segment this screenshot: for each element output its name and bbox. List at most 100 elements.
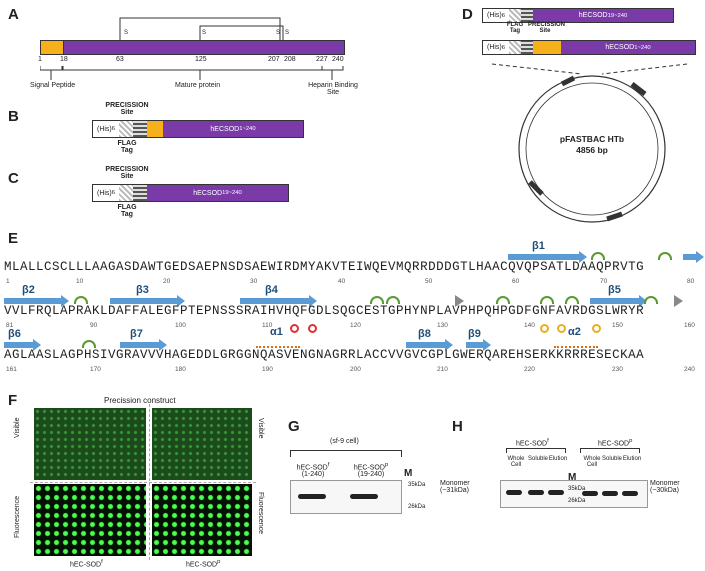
helix-a1-label: α1 [270,326,283,338]
panel-label-e: E [8,230,19,247]
strand-b2-label: β2 [22,284,35,296]
row-visible-right: Visible [257,418,264,439]
row-visible-left: Visible [14,417,21,439]
triangle-marker [674,295,683,307]
turn-icon [540,296,554,304]
num-20: 20 [163,278,171,285]
micro-fluor-2 [152,484,252,556]
triangle-marker [455,295,464,307]
band-h-4 [582,491,598,496]
tick-227: 227 [316,56,328,63]
strand-b6-label: β6 [8,328,21,340]
strand-b7 [120,339,167,351]
panel-label-a: A [8,6,19,23]
plasmid-size: 4856 bp [576,145,608,155]
turn-icon [658,252,672,260]
group2-label: hEC-SODp [598,438,633,448]
sequence-line-1: MLALLCSCLLLAAGASDAWTGEDSAEPNSDSAEWIRDMYA… [4,260,645,274]
num-150: 150 [612,322,623,329]
tick-240: 240 [332,56,344,63]
flag-label-c: FLAG Tag [117,204,137,218]
num-170: 170 [90,366,101,373]
micro-visible-1 [34,408,146,480]
panel-h: hEC-SODf hEC-SODp Whole Cell Soluble Elu… [440,430,702,530]
band-h-3 [548,490,564,495]
num-80: 80 [687,278,695,285]
strand-b4 [240,295,317,307]
signal-peptide-domain [40,40,64,55]
s-label-2: S [202,30,207,36]
disulfide-bonds [119,17,284,40]
num-1: 1 [6,278,10,285]
lane-elution-1: Elution [548,456,568,462]
monomer-left: Monomer(~31kDa) [440,480,470,494]
num-140: 140 [524,322,535,329]
lane1-label: hEC-SODf(1-240) [296,462,330,479]
marker-26-g: 26kDa [408,504,426,510]
precission-label-c: PRECISSION Site [105,166,149,180]
num-161: 161 [6,366,17,373]
band-h-6 [622,491,638,496]
marker-35-g: 35kDa [408,482,426,488]
panel-label-b: B [8,108,19,125]
flag-tag-c [119,185,133,201]
band-g-2 [350,494,378,499]
sequence-line-2: VVLFRQLAPRAKLDAFFALEGFPTEPNSSSRAIHVHQFGD… [4,304,645,318]
strand-b4-label: β4 [265,284,278,296]
strand-b8-label: β8 [418,328,431,340]
marker-35-h: 35kDa [568,486,586,492]
strand-b7-label: β7 [130,328,143,340]
panel-label-g: G [288,418,300,435]
band-g-1 [298,494,326,499]
lane-elution-2: Elution [622,456,642,462]
his-tag-b: (His)6 [93,121,119,137]
num-60: 60 [512,278,520,285]
num-190: 190 [262,366,273,373]
signal-peptide-label: Signal Peptide [30,82,76,89]
lane-whole-2: Whole Cell [583,456,601,468]
signal-segment-b [147,121,163,137]
strand-b5-label: β5 [608,284,621,296]
strand-b9 [466,339,491,351]
row-fluor-left: Fluorescence [14,495,21,538]
group1-label: hEC-SODf [516,438,549,448]
strand-b5 [590,295,647,307]
precission-label-d: PRECISSION Site [528,22,566,34]
strand-b2 [4,295,69,307]
s-label-4: S [285,30,290,36]
turn-icon [82,340,96,348]
marker-26-h: 26kDa [568,498,586,504]
sequence-line-3: AGLAASLAGPHSIVGRAVVVHAGEDDLGRGGNQASVENGN… [4,348,645,362]
num-210: 210 [437,366,448,373]
strand-b3 [110,295,185,307]
num-240: 240 [684,366,695,373]
tick-18: 18 [60,56,68,63]
strand-b1-label: β1 [532,240,545,252]
num-30: 30 [250,278,258,285]
precission-site-c [133,185,147,201]
helix-a2-label: α2 [568,326,581,338]
num-90: 90 [90,322,98,329]
num-40: 40 [338,278,346,285]
tick-207: 207 [268,56,280,63]
num-110: 110 [262,322,273,329]
band-h-2 [528,490,544,495]
heparin-binding-label: Heparin Binding Site [308,82,358,96]
s-label-1: S [124,30,129,36]
num-160: 160 [684,322,695,329]
row-fluor-right: Fluorescence [257,492,264,535]
divider-h [30,482,256,483]
panel-label-h: H [452,418,463,435]
num-10: 10 [76,278,84,285]
red-ring-marker [308,324,317,333]
micro-fluor-1 [34,484,146,556]
turn-icon [370,296,384,304]
s-label-3: S [276,30,281,36]
red-ring-marker [290,324,299,333]
